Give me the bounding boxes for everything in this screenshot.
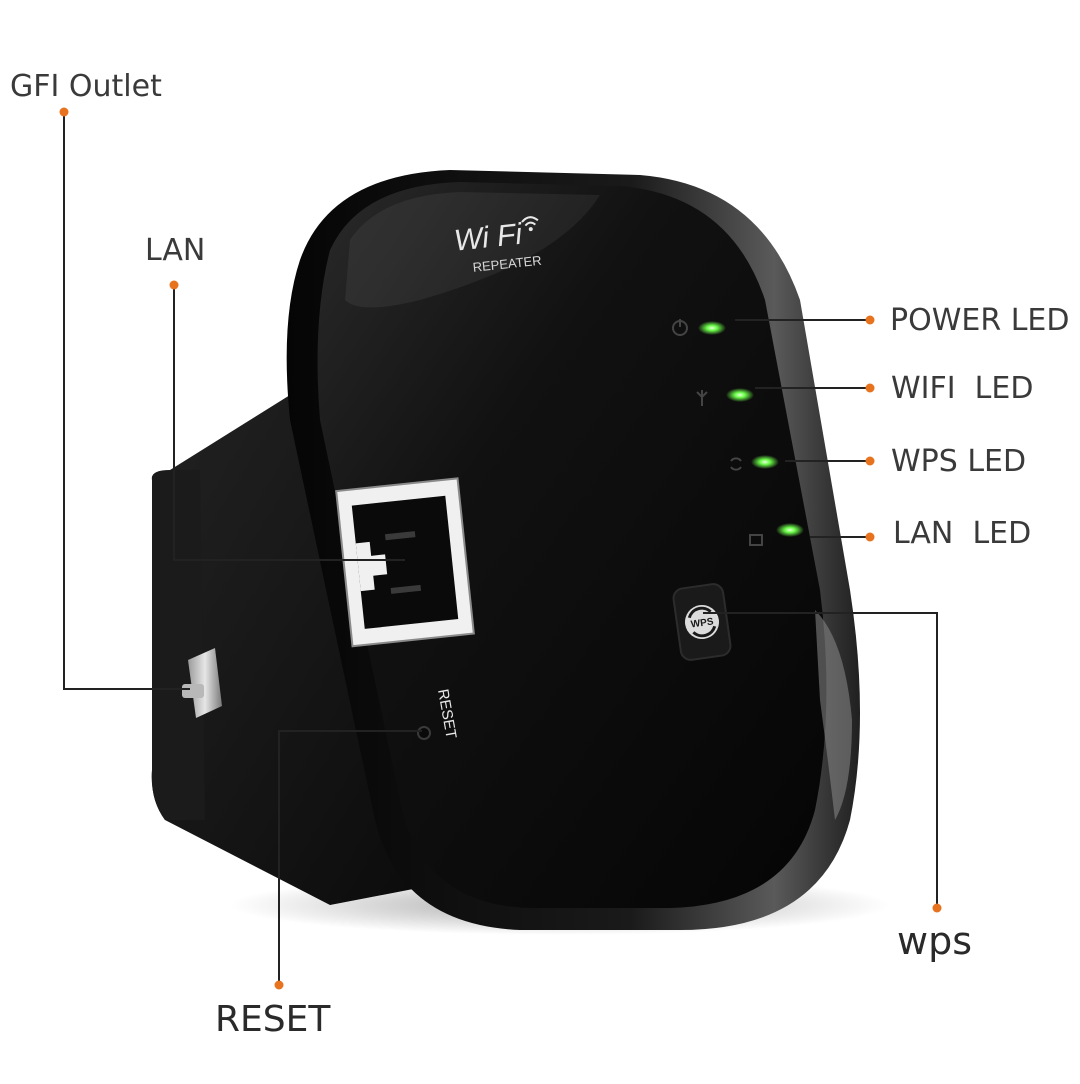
- dot-wps-led: [865, 456, 875, 466]
- label-wps: wps: [897, 919, 972, 963]
- edge-highlight: [815, 610, 852, 820]
- wps-button-text: WPS: [690, 616, 714, 630]
- label-lan: LAN: [145, 233, 206, 268]
- label-reset: RESET: [215, 999, 331, 1040]
- label-lan-led: LAN LED: [893, 516, 1032, 551]
- lan-led: [776, 523, 804, 537]
- wifi-led: [726, 388, 754, 402]
- dot-power-led: [865, 315, 875, 325]
- wps-button[interactable]: WPS: [672, 583, 732, 661]
- wifi-antenna-icon: [696, 390, 708, 406]
- label-wps-led: WPS LED: [891, 444, 1027, 479]
- callout-dots: [59, 107, 942, 990]
- label-wifi-led: WIFI LED: [891, 371, 1034, 406]
- dot-wifi-led: [865, 383, 875, 393]
- wps-led: [751, 455, 779, 469]
- face-highlight: [345, 192, 600, 308]
- lan-port[interactable]: [335, 477, 475, 648]
- dot-lan-led: [865, 532, 875, 542]
- dot-wps: [932, 903, 942, 913]
- brand-wifi-text: Wi Fi: [453, 218, 525, 258]
- wifi-signal-icon: [521, 216, 539, 232]
- plug-side-face: [151, 470, 205, 820]
- plug-prong: [182, 648, 222, 718]
- label-power-led: POWER LED: [890, 303, 1070, 338]
- wps-cycle-icon: [730, 457, 742, 471]
- dot-reset: [274, 980, 284, 990]
- dot-lan: [169, 280, 179, 290]
- power-led: [698, 321, 726, 335]
- lan-port-icon: [749, 534, 763, 546]
- device-front-face: [317, 182, 827, 908]
- label-gfi-outlet: GFI Outlet: [10, 69, 162, 104]
- power-icon: [672, 319, 688, 336]
- callout-lines: [63, 112, 938, 985]
- reset-pinhole[interactable]: [417, 726, 431, 740]
- dot-gfi: [59, 107, 69, 117]
- brand-repeater-text: REPEATER: [472, 253, 542, 275]
